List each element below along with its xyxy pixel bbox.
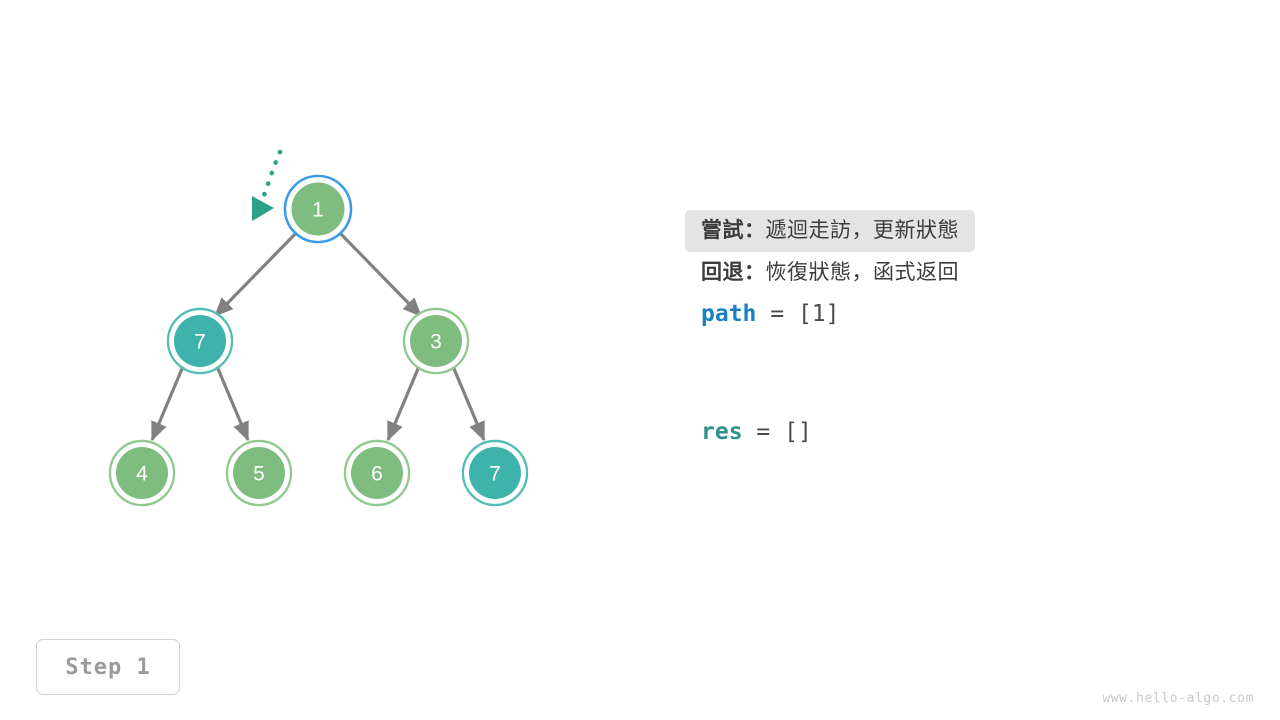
node-4-body bbox=[116, 447, 168, 499]
node-4-outer-ring bbox=[108, 439, 176, 507]
res-state-wrapper: res = [] bbox=[685, 412, 1245, 452]
path-assign-operator: = bbox=[756, 301, 798, 327]
node-7-left-white-gap bbox=[169, 310, 231, 372]
tree-node-7-left[interactable]: 7 bbox=[166, 307, 234, 375]
try-text: 遞迴走訪，更新狀態 bbox=[765, 219, 959, 242]
pointer-arrowhead-icon bbox=[252, 196, 274, 221]
backtrack-line: 回退：恢復狀態，函式返回 bbox=[685, 252, 1245, 294]
step-badge: Step 1 bbox=[36, 639, 180, 695]
res-assign-operator: = bbox=[742, 419, 785, 445]
tree-edges bbox=[150, 228, 486, 442]
node-5-body bbox=[233, 447, 285, 499]
tree-node-6[interactable]: 6 bbox=[343, 439, 411, 507]
node-3-outer-ring bbox=[402, 307, 470, 375]
tree-node-5[interactable]: 5 bbox=[225, 439, 293, 507]
res-state-line: res = [] bbox=[685, 412, 1245, 452]
watermark: www.hello-algo.com bbox=[1102, 691, 1254, 706]
tree-node-1[interactable]: 1 bbox=[283, 174, 353, 244]
edge-1-to-7 bbox=[213, 228, 301, 318]
node-7-right-label: 7 bbox=[489, 463, 501, 486]
backtrack-label: 回退： bbox=[701, 261, 766, 284]
node-5-label: 5 bbox=[253, 463, 265, 486]
node-7-right-body bbox=[469, 447, 521, 499]
path-value: [1] bbox=[797, 301, 840, 327]
node-4-white-gap bbox=[111, 442, 173, 504]
node-5-outer-ring bbox=[225, 439, 293, 507]
node-7-left-body bbox=[174, 315, 226, 367]
node-7-right-outer-ring bbox=[461, 439, 529, 507]
res-variable-name: res bbox=[701, 419, 743, 445]
path-variable-name: path bbox=[701, 301, 757, 327]
node-6-outer-ring bbox=[343, 439, 411, 507]
try-line: 嘗試：遞迴走訪，更新狀態 bbox=[685, 210, 975, 252]
backtrack-text: 恢復狀態，函式返回 bbox=[765, 261, 959, 284]
node-1-label: 1 bbox=[312, 199, 324, 222]
edge-3-to-6 bbox=[386, 363, 422, 442]
edge-7-to-5 bbox=[214, 363, 250, 442]
tree-nodes: 1 7 3 4 bbox=[108, 174, 529, 507]
node-1-white-gap bbox=[286, 177, 350, 241]
path-state-line: path = [1] bbox=[685, 294, 1245, 334]
node-7-left-label: 7 bbox=[194, 331, 206, 354]
tree-node-3[interactable]: 3 bbox=[402, 307, 470, 375]
node-7-right-white-gap bbox=[464, 442, 526, 504]
tree-node-7-right[interactable]: 7 bbox=[461, 439, 529, 507]
edge-1-to-3 bbox=[335, 228, 423, 318]
recursion-entry-pointer bbox=[252, 149, 283, 221]
res-value: [] bbox=[784, 419, 812, 445]
pointer-dotted-path bbox=[259, 149, 283, 203]
try-label: 嘗試： bbox=[701, 219, 766, 242]
info-panel: 嘗試：遞迴走訪，更新狀態 回退：恢復狀態，函式返回 path = [1] res… bbox=[685, 210, 1245, 452]
edge-3-to-7b bbox=[450, 363, 486, 442]
node-1-outer-ring bbox=[283, 174, 353, 244]
try-line-wrapper: 嘗試：遞迴走訪，更新狀態 bbox=[685, 210, 1245, 252]
edge-7-to-4 bbox=[150, 363, 186, 442]
binary-tree-graphic: 1 7 3 4 bbox=[108, 149, 529, 507]
node-6-white-gap bbox=[346, 442, 408, 504]
node-5-white-gap bbox=[228, 442, 290, 504]
node-3-white-gap bbox=[405, 310, 467, 372]
node-4-label: 4 bbox=[136, 463, 148, 486]
node-3-body bbox=[410, 315, 462, 367]
node-7-left-outer-ring bbox=[166, 307, 234, 375]
node-3-label: 3 bbox=[430, 331, 442, 354]
node-6-label: 6 bbox=[371, 463, 383, 486]
node-1-body bbox=[291, 182, 345, 236]
node-6-body bbox=[351, 447, 403, 499]
step-badge-label: Step 1 bbox=[65, 654, 151, 680]
tree-node-4[interactable]: 4 bbox=[108, 439, 176, 507]
